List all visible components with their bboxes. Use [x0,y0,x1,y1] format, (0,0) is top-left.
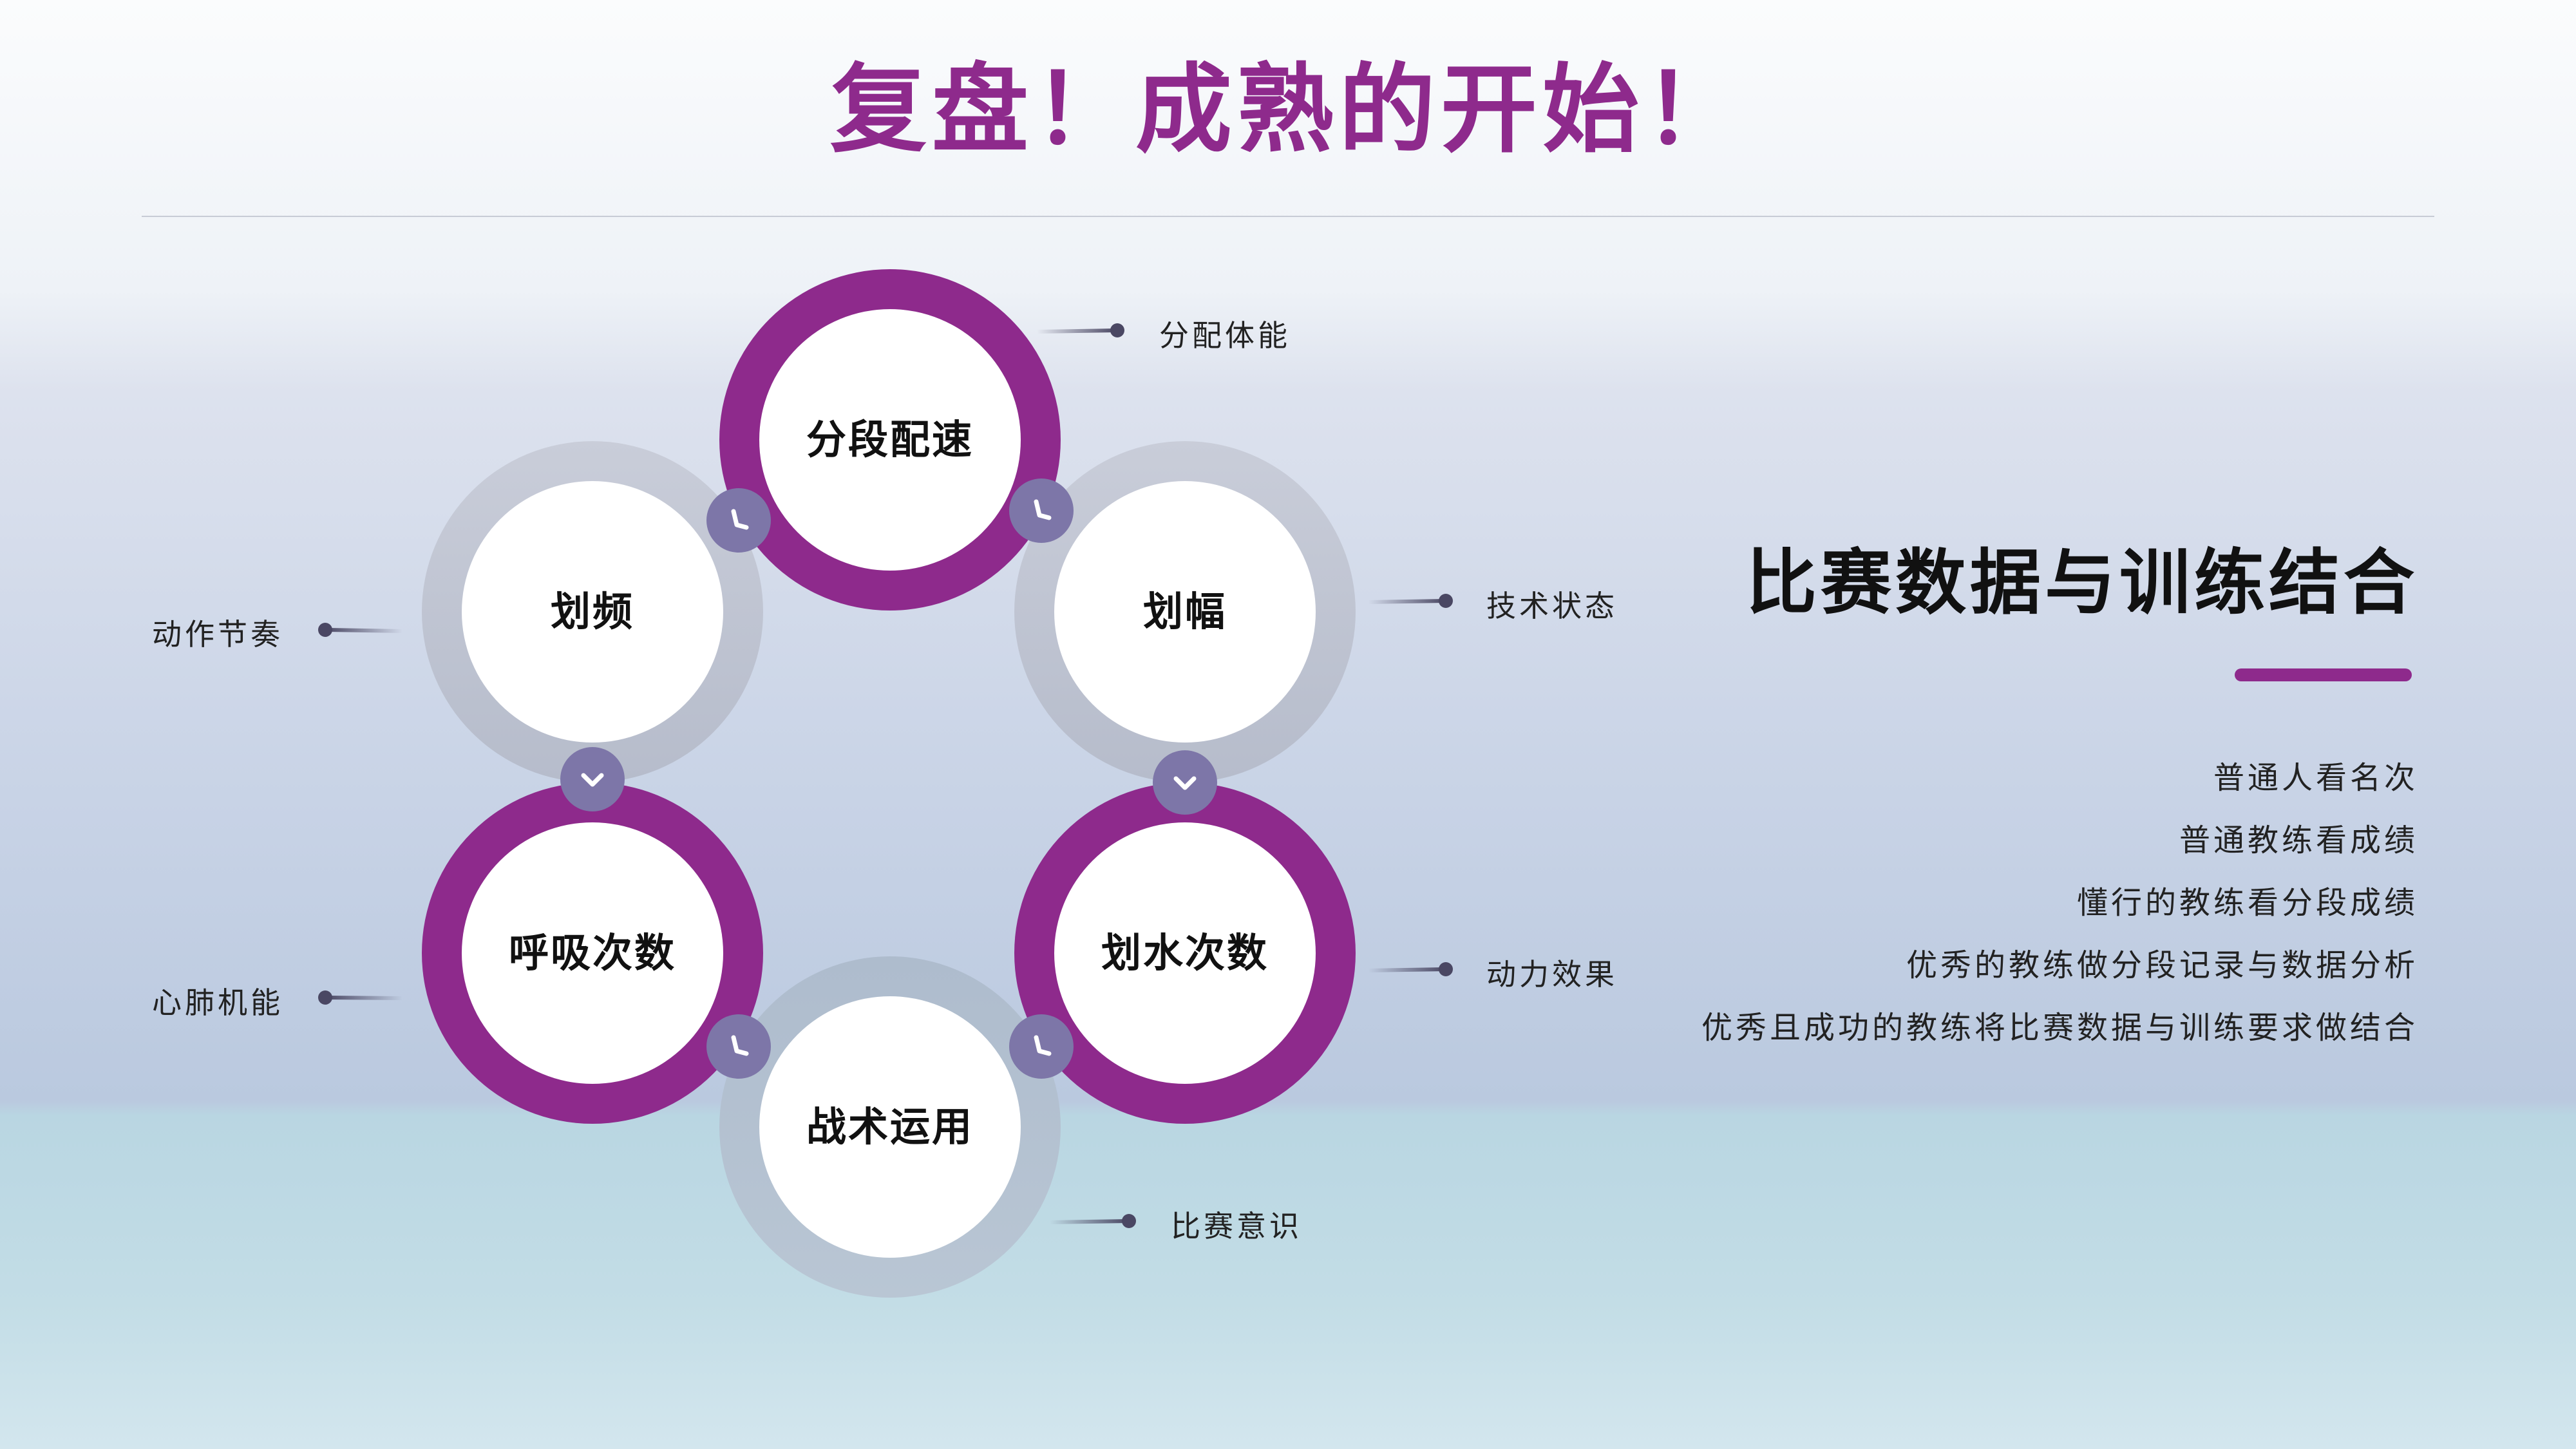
summary-point: 普通教练看成绩 [2179,822,2418,858]
connector-node [1009,1014,1074,1079]
page-title: 复盘！成熟的开始！ [829,53,1746,166]
chevron-icon [1034,499,1052,520]
chevron-icon [731,1035,749,1056]
summary-heading-bar [2235,668,2412,681]
summary-point: 优秀的教练做分段记录与数据分析 [1906,947,2418,983]
node-core-bottom [759,996,1021,1258]
leader-dot-lower_left [318,990,332,1005]
chevron-down-icon [581,773,604,787]
node-core-upper_left [462,481,723,743]
leader-dot-top [1110,323,1124,337]
chevron-icon [731,509,749,530]
leader-dot-bottom [1122,1214,1136,1228]
node-label-top: 分段配速 [806,416,974,463]
connector-node [706,488,771,553]
side-label-top: 分配体能 [1159,318,1291,353]
leader-line-top [1036,328,1118,334]
node-core-lower_left [462,822,723,1084]
summary-points: 普通人看名次 普通教练看成绩 懂行的教练看分段成绩 优秀的教练做分段记录与数据分… [1701,747,2418,1059]
summary-point: 优秀且成功的教练将比赛数据与训练要求做结合 [1701,1010,2418,1046]
side-label-upper_left: 动作节奏 [152,617,283,652]
side-label-lower_right: 动力效果 [1486,957,1618,992]
connector-node [1153,750,1217,815]
chevron-down-icon [1173,776,1197,790]
node-label-lower_right: 划水次数 [1101,929,1269,976]
node-core-upper_right [1054,481,1316,743]
node-label-lower_left: 呼吸次数 [508,929,676,976]
node-label-upper_left: 划频 [550,588,634,635]
title-divider [142,216,2434,217]
node-core-lower_right [1054,822,1316,1084]
connector-node [560,747,625,811]
leader-line-bottom [1049,1219,1130,1224]
side-label-upper_right: 技术状态 [1486,589,1618,623]
leader-dot-upper_right [1439,594,1453,608]
leader-dot-upper_left [318,623,332,637]
leader-line-upper_right [1368,599,1446,604]
summary-point: 普通人看名次 [2213,760,2418,796]
chevron-icon [1034,1035,1052,1056]
summary-point: 懂行的教练看分段成绩 [2076,885,2418,921]
leader-line-lower_right [1368,967,1446,972]
side-label-lower_left: 心肺机能 [152,985,283,1020]
node-label-upper_right: 划幅 [1142,588,1227,635]
leader-line-upper_left [325,628,403,633]
connector-node [706,1014,771,1079]
node-label-bottom: 战术运用 [806,1103,974,1150]
summary-heading: 比赛数据与训练结合 [1746,541,2418,624]
side-label-bottom: 比赛意识 [1171,1209,1302,1244]
node-core-top [759,309,1021,571]
connector-node [1009,478,1074,543]
leader-dot-lower_right [1439,962,1453,976]
